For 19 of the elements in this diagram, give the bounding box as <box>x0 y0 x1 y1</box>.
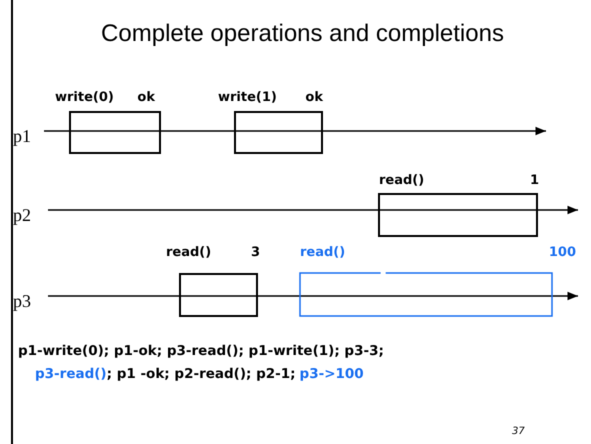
operation-label: write(0) <box>55 90 114 105</box>
operation-label: read() <box>379 173 424 188</box>
history-text: ; p1 -ok; p2-read(); p2-1; <box>106 366 296 382</box>
history-text: p3->100 <box>300 366 364 382</box>
slide-title: Complete operations and completions <box>100 20 505 48</box>
operation-label: write(1) <box>218 90 277 105</box>
response-label: ok <box>305 90 323 105</box>
response-label: ok <box>137 90 155 105</box>
process-label: p2 <box>13 205 31 225</box>
process-label: p1 <box>13 126 31 146</box>
response-label: 100 <box>548 245 576 260</box>
operation-label: read() <box>300 245 346 260</box>
process-label: p3 <box>13 291 31 311</box>
history-text: p3-read() <box>35 366 107 382</box>
history-text: p1-write(0); p1-ok; p3-read(); p1-write(1); p3-3; <box>18 343 384 359</box>
response-label: 3 <box>250 245 260 260</box>
page-number: 37 <box>512 426 525 437</box>
operation-label: read() <box>166 245 212 260</box>
response-label: 1 <box>530 173 539 188</box>
